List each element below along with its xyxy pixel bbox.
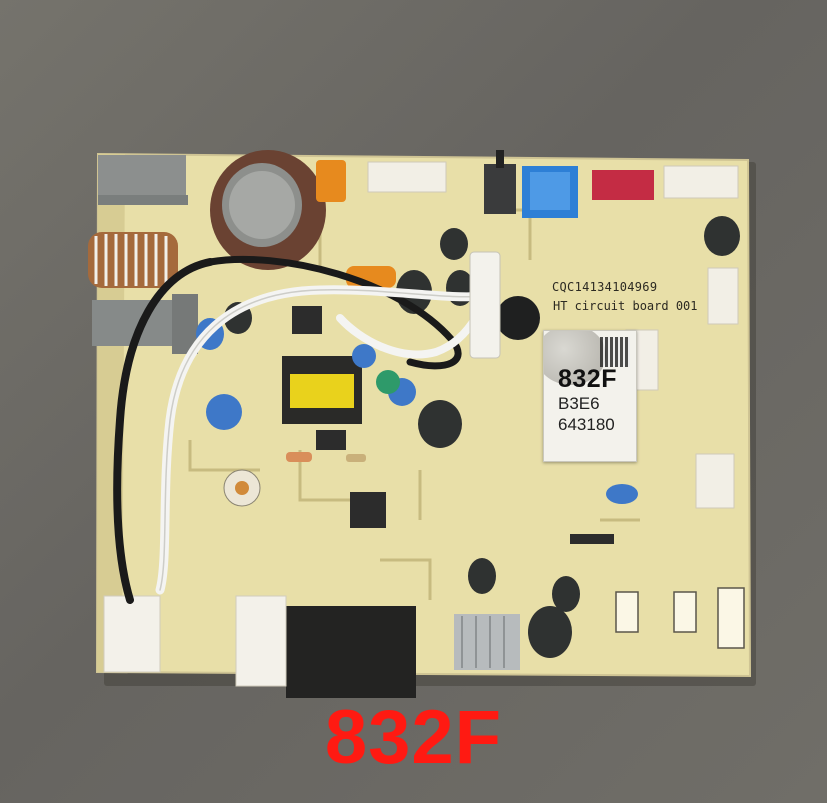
blue-connector-inner	[530, 172, 570, 210]
white-wire-outline	[159, 289, 485, 591]
white-connector-top	[367, 161, 447, 193]
grey-block-top-dark	[98, 195, 188, 205]
sticker-model: 832F	[558, 365, 617, 393]
sticker-seal	[544, 331, 606, 385]
green-capacitor	[376, 370, 400, 394]
toroid-inductor	[88, 232, 178, 288]
resistors	[286, 452, 366, 462]
switch-block	[484, 164, 516, 214]
ic-chips	[292, 306, 614, 544]
qr-code	[600, 337, 630, 367]
model-caption: 832F	[324, 695, 503, 780]
switch-knob	[496, 150, 504, 168]
large-electrolytic-capacitor	[210, 150, 326, 270]
transformer-core	[290, 374, 354, 408]
white-relay-left	[103, 595, 161, 673]
board-code-text: CQC14134104969	[552, 280, 658, 294]
red-connector	[592, 170, 654, 200]
sticker-serial: 643180	[558, 415, 615, 434]
relay	[286, 606, 416, 698]
jumper-blocks	[615, 587, 745, 649]
heatsink	[454, 614, 520, 670]
white-connector-plug	[469, 251, 501, 359]
white-relay-mid	[235, 595, 287, 687]
white-connector-right-mid	[707, 267, 739, 325]
black-wire-loop	[206, 255, 462, 370]
sticker-line: B3E6	[558, 394, 600, 413]
model-sticker: 832F B3E6 643180	[543, 330, 637, 462]
black-wire	[113, 258, 214, 604]
white-connector-lower-right	[695, 453, 735, 509]
buzzer	[496, 296, 540, 340]
orange-capacitor-top	[316, 160, 346, 202]
board-name-text: HT circuit board 001	[553, 299, 698, 313]
white-connector-right-top	[663, 165, 739, 199]
